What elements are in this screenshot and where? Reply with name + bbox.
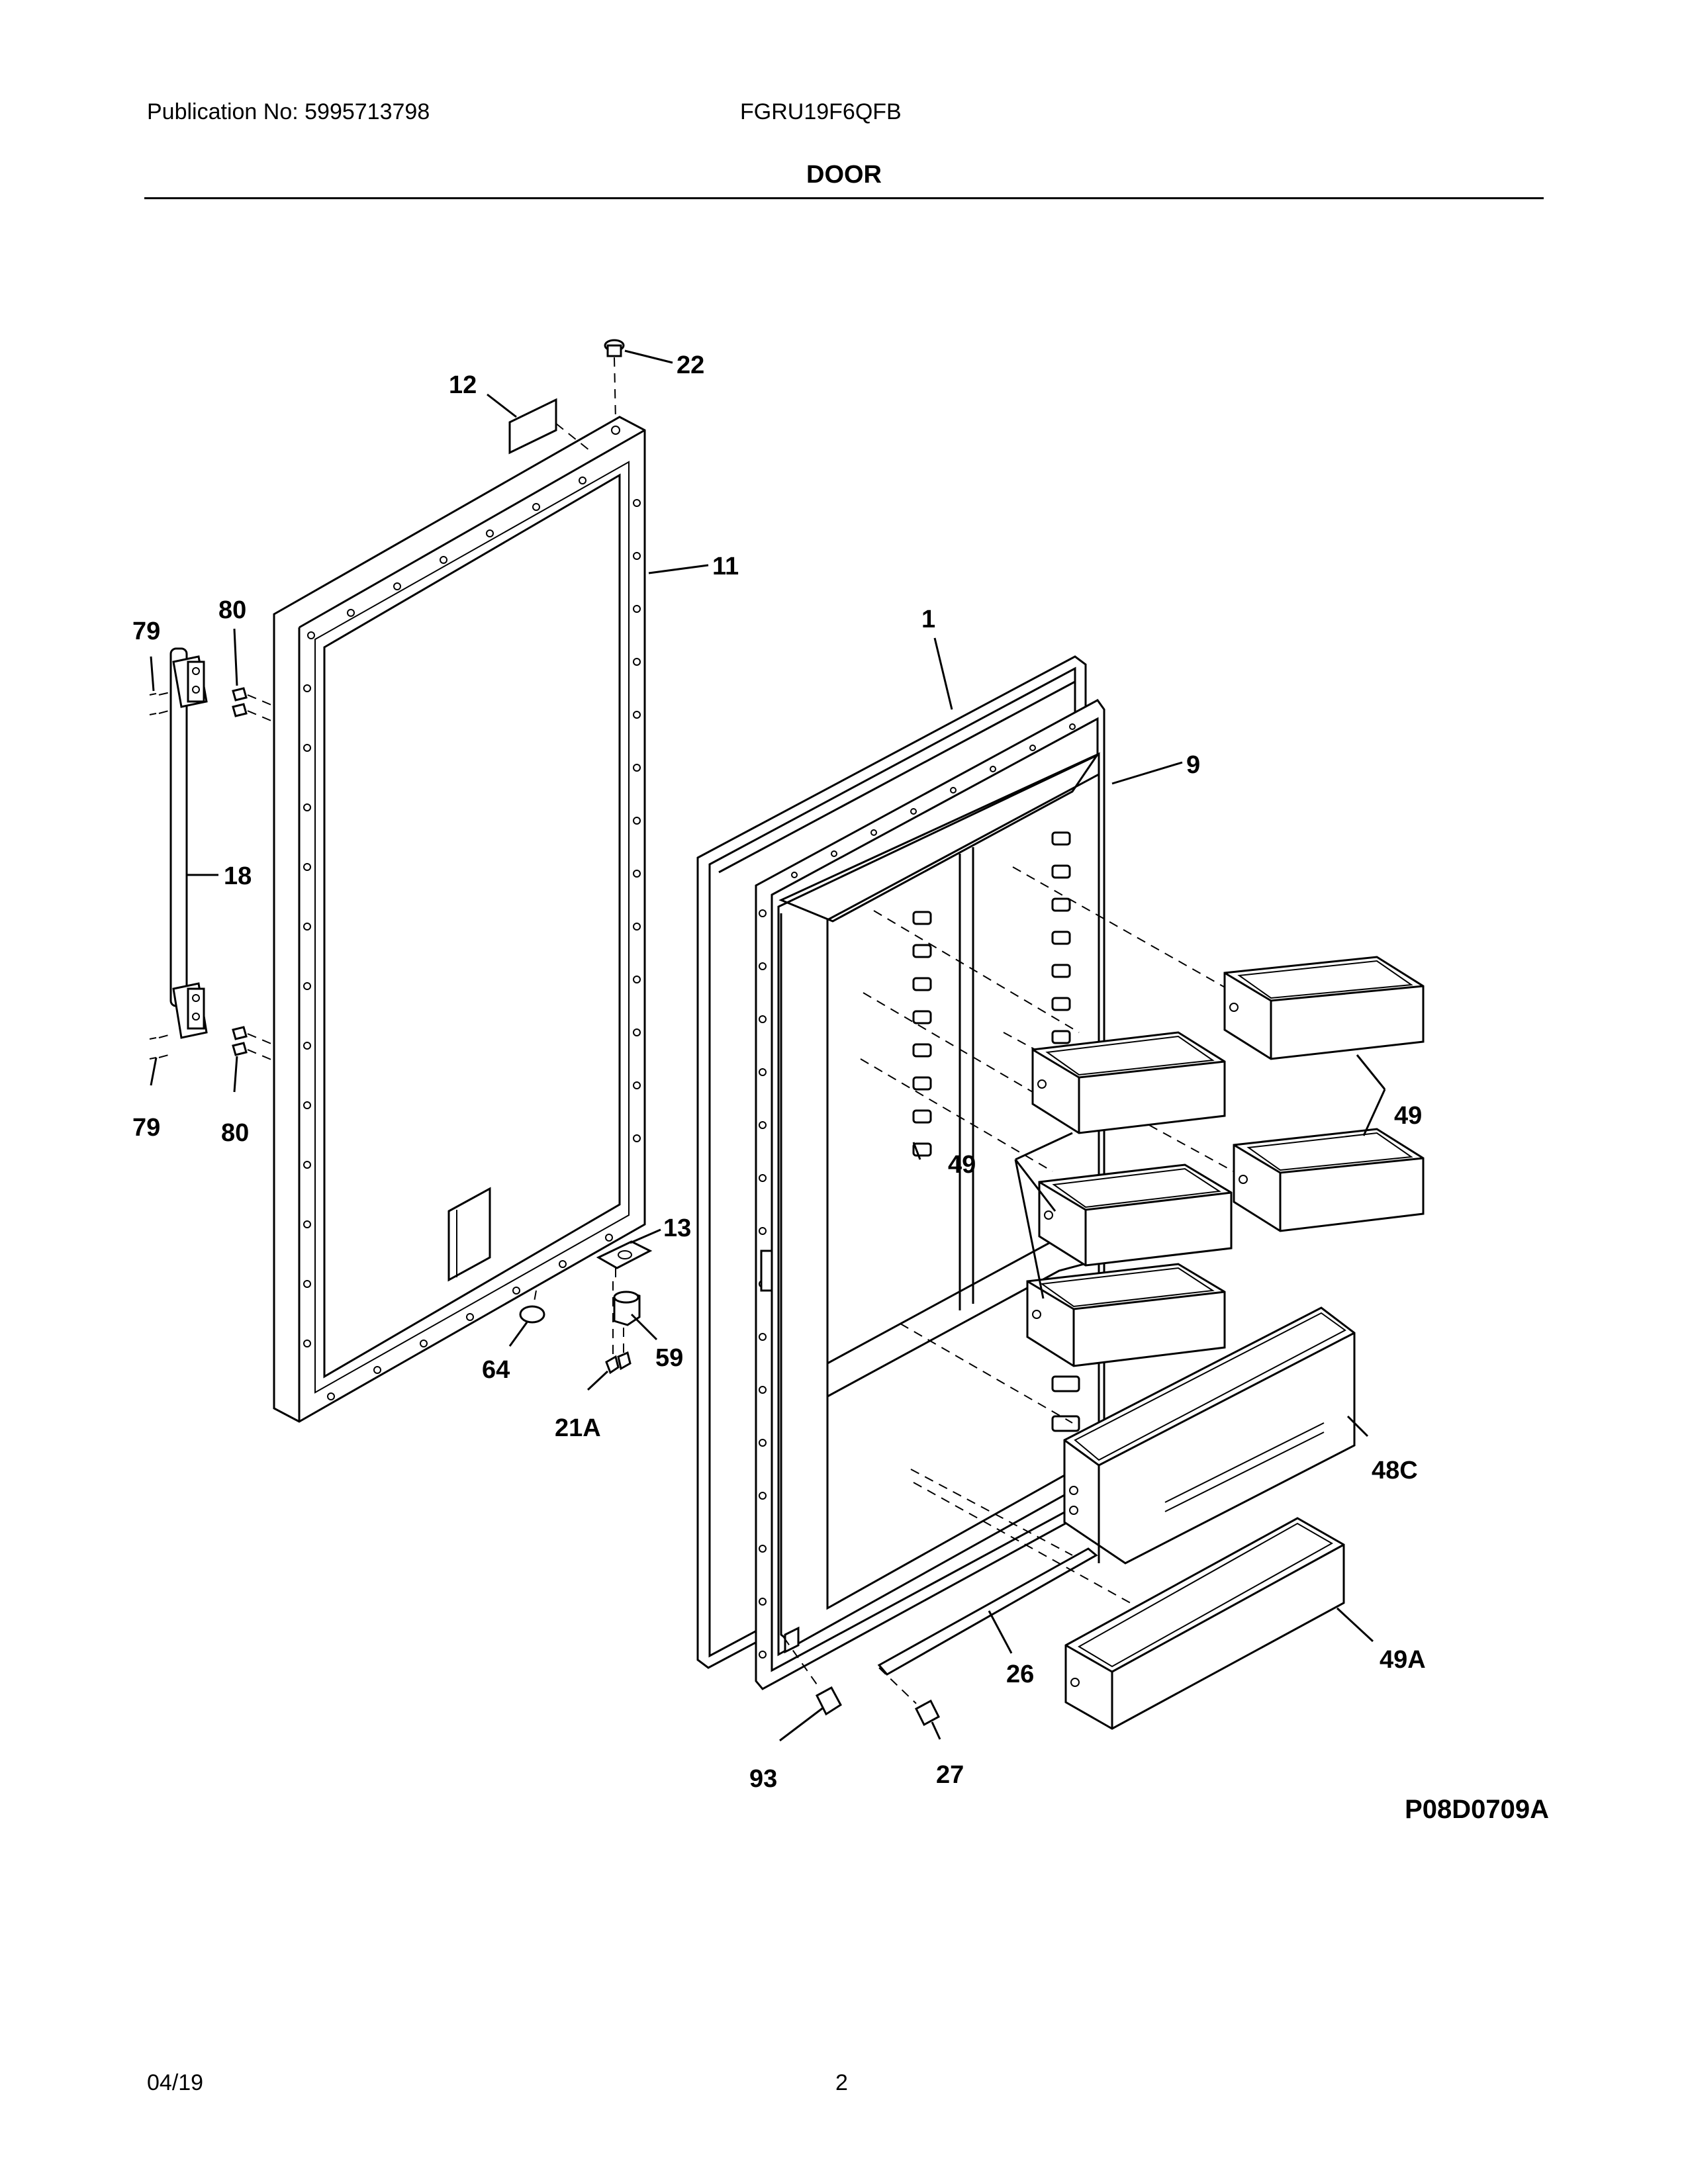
door-bin-lower-left (1026, 1263, 1226, 1367)
callout-1: 1 (921, 606, 935, 633)
callout-11: 11 (712, 553, 739, 580)
door-bin-upper-left (1031, 1031, 1226, 1134)
callout-80-bottom: 80 (221, 1119, 249, 1147)
model-number: FGRU19F6QFB (740, 99, 902, 124)
label-plate (508, 398, 557, 455)
callout-48c: 48C (1372, 1457, 1418, 1484)
publication-number: Publication No: 5995713798 (147, 99, 430, 124)
handle-pins (149, 691, 174, 1060)
callout-9: 9 (1186, 751, 1200, 779)
publication-date: 04/19 (147, 2070, 204, 2095)
door-bin-middle-right (1233, 1128, 1425, 1232)
callout-12: 12 (449, 371, 477, 399)
header-divider (144, 197, 1544, 199)
liner-screws (783, 1637, 940, 1727)
outer-door-panel (273, 416, 646, 1423)
callout-64: 64 (482, 1356, 510, 1384)
page-number: 2 (835, 2070, 848, 2095)
callout-26: 26 (1006, 1661, 1034, 1688)
callout-13: 13 (663, 1214, 691, 1242)
callout-59: 59 (655, 1344, 683, 1372)
shelf-retainer (877, 1547, 1098, 1676)
liner-edge-bumps (759, 723, 1076, 1659)
hinge-screws (232, 687, 273, 1061)
callout-21a: 21A (555, 1414, 601, 1442)
callout-79-bottom: 79 (132, 1114, 160, 1142)
callout-22: 22 (677, 351, 704, 379)
door-bin-upper-right (1223, 956, 1425, 1060)
callout-49-left: 49 (948, 1151, 976, 1179)
door-bin-middle-left (1038, 1163, 1233, 1267)
callout-49a: 49A (1380, 1646, 1426, 1674)
callout-79-top: 79 (132, 617, 160, 645)
bottom-door-bin (1064, 1517, 1345, 1730)
panel-holes (303, 477, 641, 1400)
tall-door-bin (1063, 1306, 1356, 1565)
bottom-hinge-parts (519, 1240, 653, 1375)
leader-lines (150, 349, 1386, 1742)
callout-27: 27 (936, 1761, 964, 1789)
callout-49-right: 49 (1394, 1102, 1422, 1130)
door-handle (169, 647, 208, 1039)
inner-door-liner (755, 699, 1105, 1690)
callout-80-top: 80 (218, 596, 246, 624)
plug-button (604, 339, 625, 435)
section-title: DOOR (806, 161, 882, 189)
callout-93: 93 (749, 1765, 777, 1793)
callout-18: 18 (224, 862, 252, 890)
figure-code: P08D0709A (1405, 1795, 1549, 1824)
